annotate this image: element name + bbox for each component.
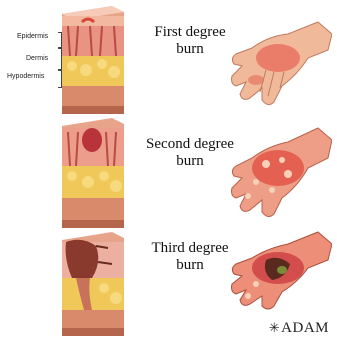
adam-logo-text: ADAM	[281, 320, 329, 336]
hand-third-degree	[226, 226, 332, 314]
skin-section-first-degree	[62, 6, 124, 114]
hand-second-degree	[226, 120, 332, 224]
caption-third-line1: Third degree	[140, 240, 240, 257]
adam-logo: ✳ADAM	[269, 320, 329, 337]
label-epidermis: Epidermis	[17, 33, 48, 40]
skin-section-third-degree	[62, 232, 124, 336]
caption-third-degree: Third degree burn	[140, 240, 240, 274]
adam-logo-icon: ✳	[269, 320, 280, 335]
skin-section-second-degree	[62, 118, 124, 228]
caption-first-line1: First degree	[140, 24, 240, 41]
hand-first-degree	[228, 14, 332, 110]
label-hypodermis: Hypodermis	[7, 73, 44, 80]
caption-first-degree: First degree burn	[140, 24, 240, 58]
caption-first-line2: burn	[140, 41, 240, 58]
caption-third-line2: burn	[140, 257, 240, 274]
label-dermis: Dermis	[26, 55, 48, 62]
